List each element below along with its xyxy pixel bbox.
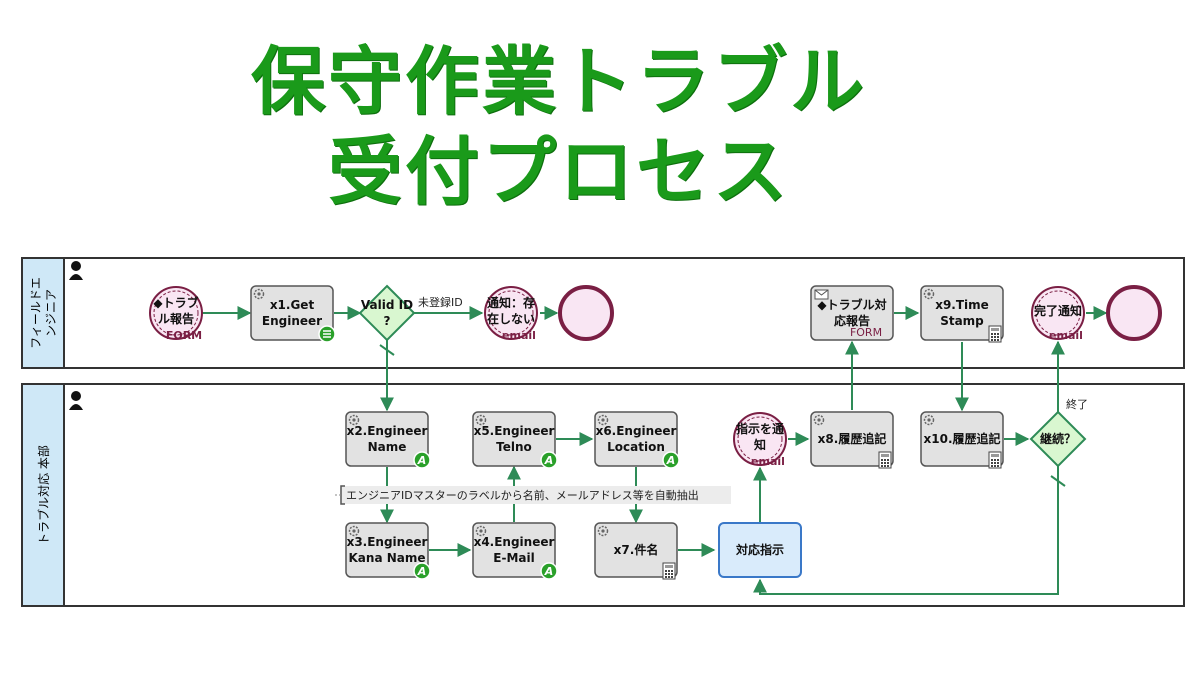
- gear-icon: [348, 414, 360, 426]
- edge-label-unregistered: 未登録ID: [418, 295, 463, 309]
- lane-label-field-1: フィールドエ: [29, 277, 43, 349]
- node-label: x1.Get: [270, 298, 315, 312]
- gear-icon: [597, 414, 609, 426]
- default-flow-mark: [379, 344, 395, 356]
- node-label: x3.Engineer: [347, 535, 428, 549]
- end-event-2[interactable]: [1106, 285, 1162, 341]
- node-label: 通知：存: [487, 295, 535, 310]
- task-x10[interactable]: x10.履歴追記: [920, 411, 1004, 469]
- node-label: Location: [607, 440, 665, 454]
- calculator-icon: [662, 562, 676, 580]
- node-label: x7.件名: [614, 542, 659, 557]
- title-line-2: 受付プロセス: [328, 129, 790, 215]
- svg-text:A: A: [417, 565, 427, 578]
- annotation-text: エンジニアIDマスターのラベルから名前、メールアドレス等を自動抽出: [346, 488, 699, 502]
- svg-text:A: A: [417, 454, 427, 467]
- person-icon: [69, 391, 83, 410]
- node-label: Kana Name: [349, 551, 426, 565]
- node-label: x5.Engineer: [474, 424, 555, 438]
- node-label: E-Mail: [493, 551, 534, 565]
- node-tag: FORM: [850, 326, 882, 339]
- node-label: 指示を通: [736, 421, 784, 436]
- node-label: Engineer: [262, 314, 322, 328]
- lane-label-field-2: ンジニア: [44, 289, 58, 337]
- gear-icon: [475, 414, 487, 426]
- node-label: Stamp: [940, 314, 984, 328]
- calculator-icon: [988, 451, 1002, 469]
- node-tag: email: [1049, 329, 1083, 342]
- node-label: 継続？: [1040, 431, 1076, 446]
- gear-icon: [253, 288, 265, 300]
- lane-label-hq: トラブル対応 本部: [36, 445, 51, 545]
- node-label: ?: [384, 314, 391, 328]
- list-badge-icon: [318, 325, 336, 343]
- node-label: 完了通知: [1034, 303, 1082, 318]
- node-label: 知: [753, 437, 766, 452]
- node-label: Name: [368, 440, 407, 454]
- gateway-gw_valid[interactable]: Valid ID?: [358, 284, 416, 342]
- auto-badge-icon: A: [662, 451, 680, 469]
- node-label: Telno: [496, 440, 532, 454]
- title-line-1: 保守作業トラブル: [251, 39, 867, 125]
- gateway-gw_continue[interactable]: 継続？: [1029, 410, 1087, 468]
- node-tag: email: [751, 455, 785, 468]
- gear-icon: [923, 414, 935, 426]
- node-label: 対応指示: [735, 542, 784, 557]
- gear-icon: [475, 525, 487, 537]
- node-label: x8.履歴追記: [818, 431, 887, 446]
- node-label: x6.Engineer: [596, 424, 677, 438]
- gear-icon: [597, 525, 609, 537]
- node-label: ル報告: [158, 311, 194, 326]
- task-x8[interactable]: x8.履歴追記: [810, 411, 894, 469]
- task-instr[interactable]: 対応指示: [718, 522, 802, 578]
- node-label: 応報告: [834, 313, 870, 328]
- message-icon: [814, 289, 829, 300]
- task-x7[interactable]: x7.件名: [594, 522, 678, 580]
- gear-icon: [813, 414, 825, 426]
- end-event-1[interactable]: [558, 285, 614, 341]
- node-label: ◆トラブル対: [817, 297, 886, 312]
- node-tag: FORM: [166, 329, 202, 342]
- svg-text:A: A: [666, 454, 676, 467]
- node-label: 在しない: [487, 311, 535, 326]
- node-label: ◆トラブ: [153, 295, 198, 310]
- node-tag: email: [502, 329, 536, 342]
- edge-gateway-instr-loop: [753, 466, 1059, 595]
- default-flow-mark: [1050, 475, 1066, 487]
- svg-text:A: A: [544, 565, 554, 578]
- node-label: x10.履歴追記: [924, 431, 1001, 446]
- auto-badge-icon: A: [540, 562, 558, 580]
- svg-text:A: A: [544, 454, 554, 467]
- annotation: エンジニアIDマスターのラベルから名前、メールアドレス等を自動抽出: [334, 485, 731, 505]
- auto-badge-icon: A: [540, 451, 558, 469]
- calculator-icon: [878, 451, 892, 469]
- node-label: x9.Time: [935, 298, 989, 312]
- event-done_notify[interactable]: 完了通知 email: [1031, 286, 1085, 342]
- gear-icon: [923, 288, 935, 300]
- auto-badge-icon: A: [413, 451, 431, 469]
- auto-badge-icon: A: [413, 562, 431, 580]
- edge-label-finished: 終了: [1066, 397, 1088, 411]
- node-label: x2.Engineer: [347, 424, 428, 438]
- node-label: Valid ID: [361, 298, 413, 312]
- calculator-icon: [988, 325, 1002, 343]
- node-label: x4.Engineer: [474, 535, 555, 549]
- gear-icon: [348, 525, 360, 537]
- person-icon: [69, 261, 83, 280]
